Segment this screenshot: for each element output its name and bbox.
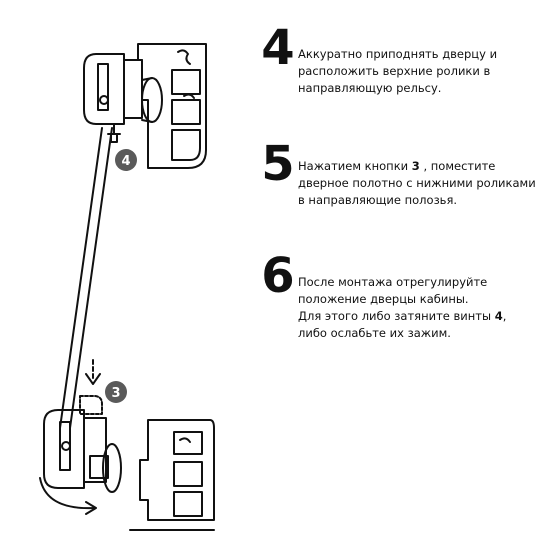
door-installation-illustration: 4 3 xyxy=(39,43,215,531)
door-glass-panel xyxy=(59,127,113,429)
step-4-number: 4 xyxy=(261,20,295,76)
step-5-text: Нажатием кнопки 3 , поместите дверное по… xyxy=(298,159,536,207)
callout-badge-4: 4 xyxy=(115,149,137,171)
step-5-number: 5 xyxy=(261,136,295,192)
upper-rail-profile xyxy=(137,43,207,169)
callout-4-text: 4 xyxy=(121,154,130,169)
step-6-number: 6 xyxy=(261,248,295,304)
button-3 xyxy=(79,359,103,415)
callout-3-text: 3 xyxy=(111,386,120,401)
step-6-text: После монтажа отрегулируйте положение дв… xyxy=(298,275,507,340)
lower-roller xyxy=(43,409,122,493)
callout-badge-3: 3 xyxy=(105,381,127,403)
step-4-text: Аккуратно приподнять дверцу и расположит… xyxy=(298,47,498,95)
lower-rail-profile xyxy=(129,419,215,531)
upper-roller xyxy=(83,53,163,125)
curved-arrow-icon xyxy=(39,477,97,515)
